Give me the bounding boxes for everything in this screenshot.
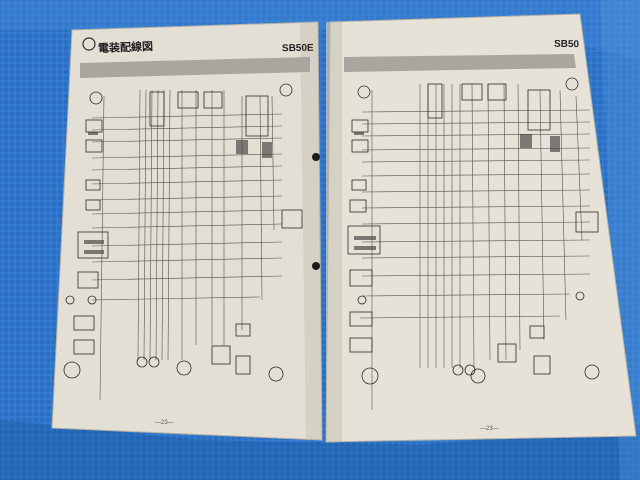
left-page-number: —23—: [155, 420, 174, 426]
right-page-number: —23—: [480, 426, 499, 432]
right-page-model-label: SB50: [553, 38, 580, 51]
